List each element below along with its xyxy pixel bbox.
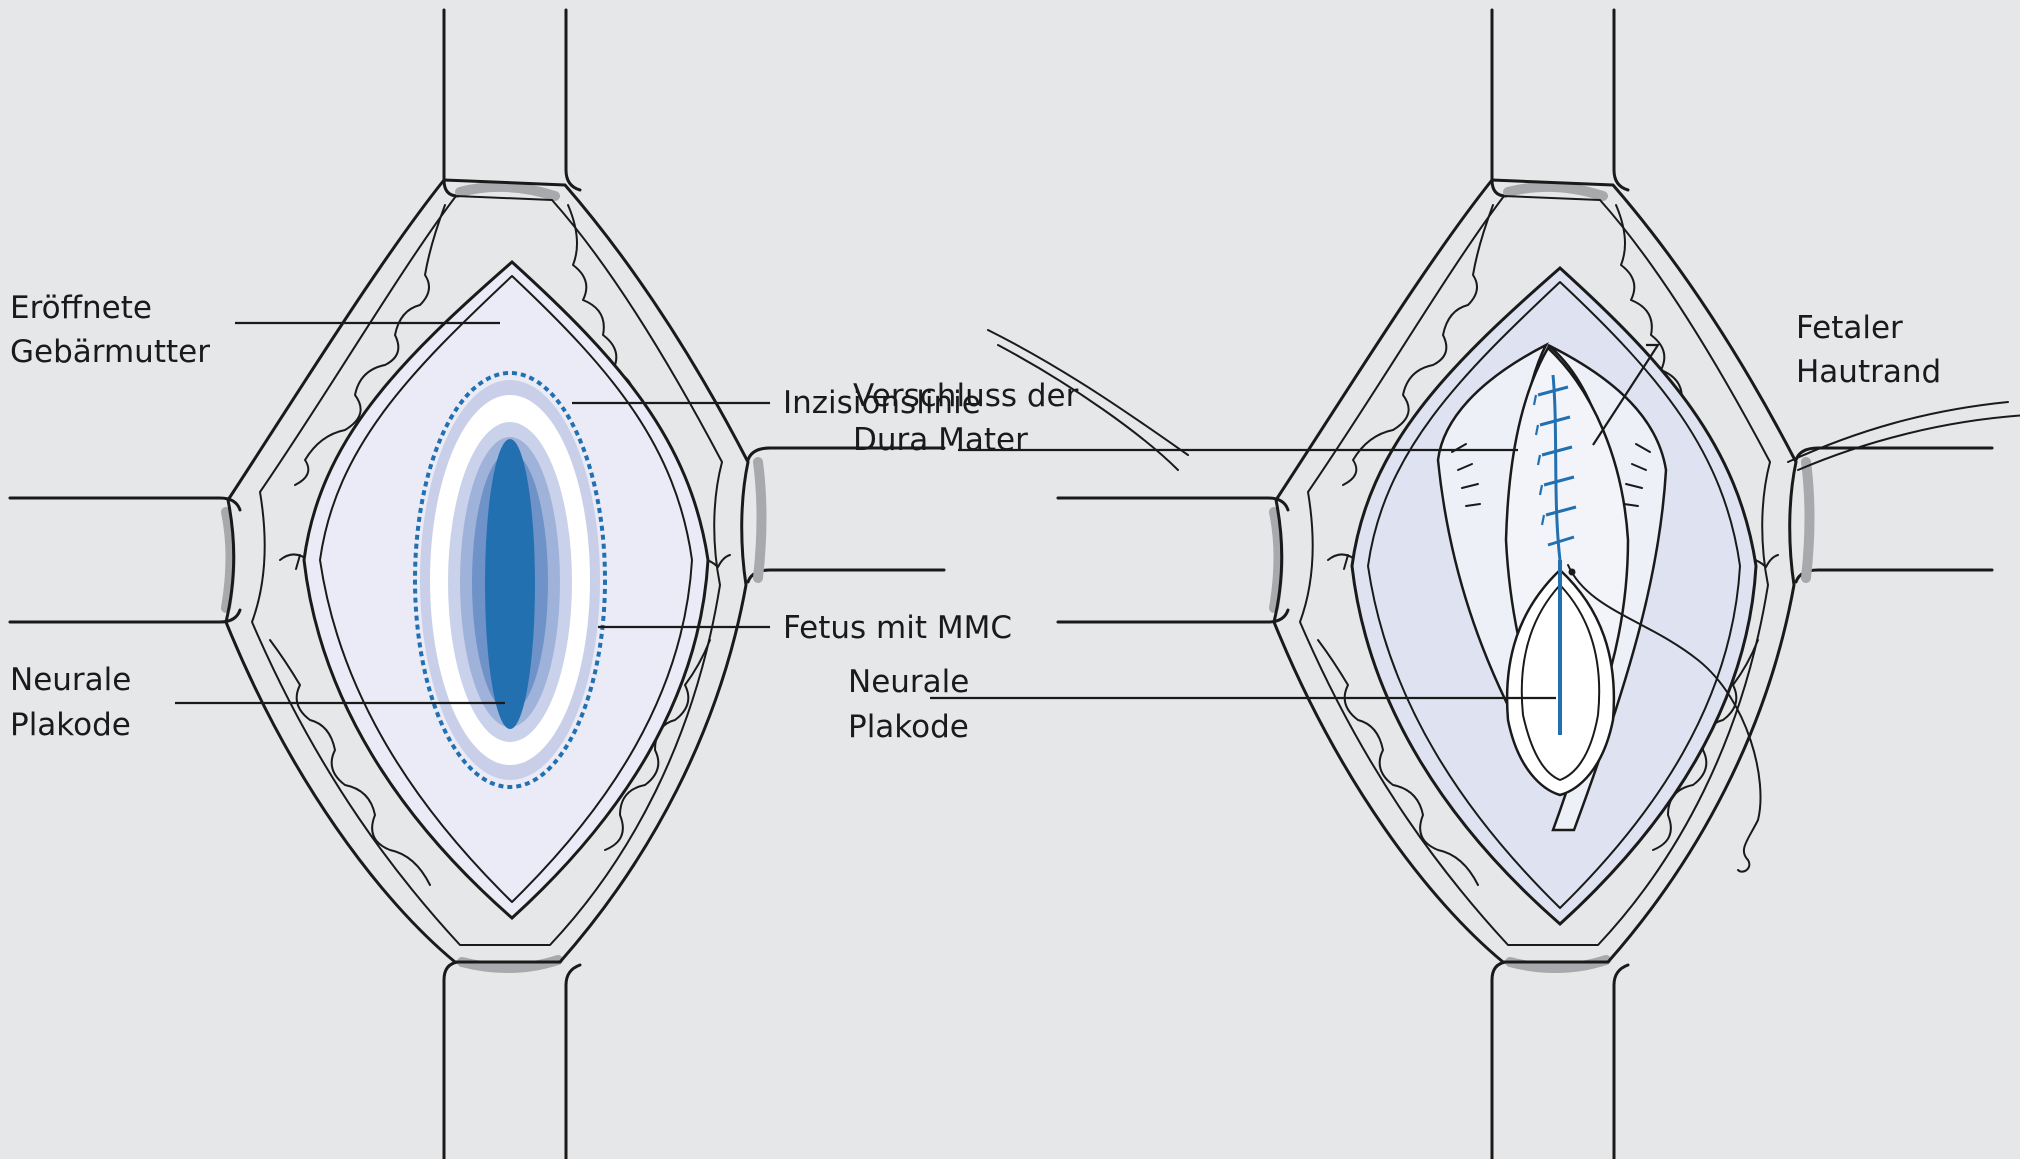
right-panel: Verschluss der Dura Mater Fetaler Hautra… <box>848 10 2020 1159</box>
label-neural-placode-right: Neurale Plakode <box>848 664 979 745</box>
label-fetus-mmc: Fetus mit MMC <box>783 610 1012 646</box>
label-fetal-skin-edge: Fetaler Hautrand <box>1796 310 1941 390</box>
label-opened-uterus: Eröffnete Gebärmutter <box>10 290 210 370</box>
dura-suture <box>1532 374 1577 561</box>
label-incision-line: Inzisionslinie <box>783 385 981 421</box>
label-neural-placode-left: Neurale Plakode <box>10 662 141 743</box>
neural-placode-lesion <box>485 439 535 729</box>
label-dura-closure: Verschluss der Dura Mater <box>853 378 1088 458</box>
incision-line <box>413 371 607 789</box>
leader-fetal-skin-edge <box>1592 343 1661 446</box>
left-panel: Eröffnete Gebärmutter Inzisionslinie Fet… <box>10 10 1012 1159</box>
